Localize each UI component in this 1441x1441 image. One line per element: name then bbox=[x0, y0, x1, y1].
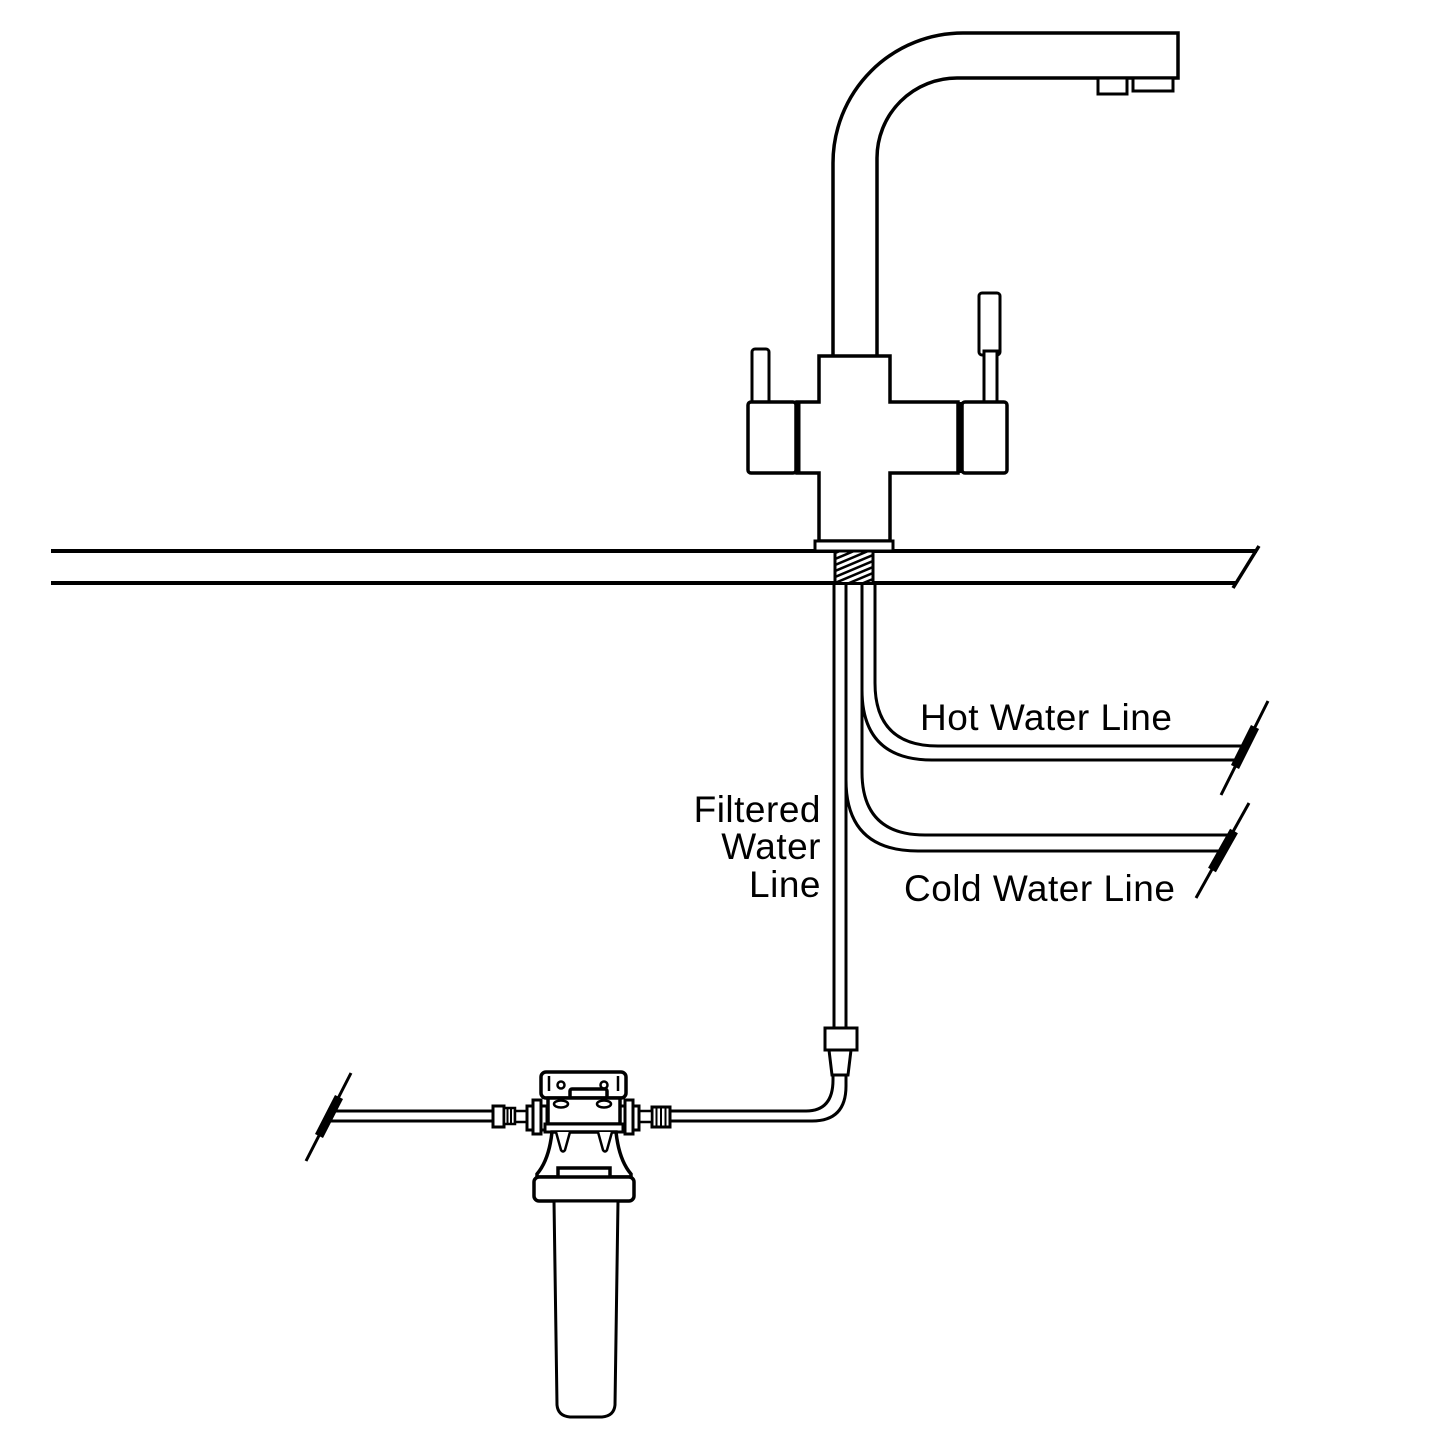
faucet-spout bbox=[831, 31, 1180, 360]
left-fitting-nut bbox=[491, 1104, 506, 1129]
countertop-cut-edge bbox=[1231, 545, 1261, 589]
release-hook-right bbox=[596, 1131, 614, 1153]
hot-water-line-label: Hot Water Line bbox=[920, 697, 1172, 738]
faucet-right-handle-stem bbox=[982, 349, 999, 407]
supply-tubes bbox=[832, 583, 1245, 1028]
filter-unit bbox=[532, 1070, 636, 1419]
faucet-left-handle-stem bbox=[750, 347, 771, 407]
bracket-screw-hole-left bbox=[556, 1080, 566, 1090]
hot-tube-top-edge bbox=[873, 583, 1245, 748]
filtered-water-line-label: Filtered Water Line bbox=[694, 789, 821, 905]
filter-cartridge bbox=[552, 1199, 620, 1419]
faucet-body bbox=[795, 354, 960, 543]
outlet-tube-top-edge bbox=[670, 1075, 835, 1113]
spout-aerator-wide bbox=[1131, 76, 1175, 93]
labels: Hot Water Line Cold Water Line Filtered … bbox=[694, 697, 1175, 909]
release-hook-left bbox=[554, 1131, 572, 1153]
faucet-right-handle-lever bbox=[977, 291, 1002, 357]
filtered-label-line-2: Water bbox=[721, 826, 821, 867]
left-ridged-connector bbox=[502, 1106, 517, 1126]
outlet-tube-bottom-edge bbox=[670, 1075, 848, 1123]
filter-inlet-tube bbox=[327, 1109, 493, 1123]
faucet-right-handle-cap bbox=[960, 400, 1009, 475]
cold-tube-top-edge bbox=[860, 583, 1231, 837]
faucet bbox=[746, 31, 1180, 553]
filter-head-left-fitting bbox=[491, 1098, 549, 1136]
filter-collar bbox=[532, 1175, 636, 1203]
faucet-base-flange bbox=[813, 539, 895, 553]
head-bolt-right bbox=[595, 1099, 613, 1109]
inlet-line-break-mark bbox=[304, 1072, 353, 1162]
filter-head-right-fitting bbox=[617, 1098, 672, 1136]
cold-line-break-mark bbox=[1194, 802, 1251, 899]
cold-tube-bottom-edge bbox=[844, 779, 1222, 853]
fitting-taper bbox=[827, 1048, 853, 1077]
filter-outlet-tube bbox=[670, 1075, 848, 1123]
hot-line-break-mark bbox=[1219, 700, 1270, 796]
faucet-left-handle-cap bbox=[746, 400, 798, 475]
fitting-nut bbox=[823, 1026, 859, 1052]
left-stub bbox=[513, 1109, 529, 1124]
mounting-shank bbox=[833, 550, 875, 584]
spout-aerator-small bbox=[1096, 76, 1129, 96]
filtered-label-line-3: Line bbox=[749, 864, 821, 905]
head-bolt-left bbox=[552, 1099, 570, 1109]
countertop bbox=[51, 545, 1261, 589]
filtered-label-line-1: Filtered bbox=[694, 789, 821, 830]
cold-water-line-label: Cold Water Line bbox=[904, 868, 1175, 909]
filtered-line-fitting bbox=[823, 1026, 859, 1077]
